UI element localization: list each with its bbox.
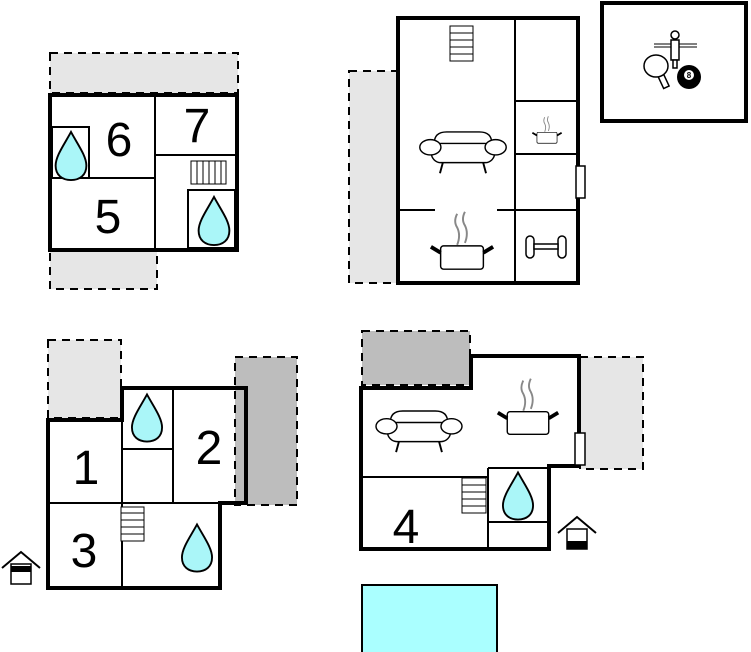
kitchen-icon xyxy=(531,115,563,145)
sofa-icon xyxy=(375,410,463,454)
sofa-icon xyxy=(418,130,508,175)
billiard-ball-icon: 8 xyxy=(677,65,701,89)
door-icon xyxy=(574,432,586,466)
floor-plan-upper-left: 6 7 5 xyxy=(48,52,239,290)
terrace xyxy=(348,70,398,284)
water-drop-icon xyxy=(197,195,231,247)
floor-plan-lower-left: 1 2 3 xyxy=(1,339,298,590)
floor-plan-lower-right: 4 xyxy=(359,330,644,652)
terrace xyxy=(579,356,644,470)
building-outline xyxy=(46,386,248,590)
entrance-icon xyxy=(557,516,597,550)
terrace xyxy=(49,250,158,290)
dumbbell-icon xyxy=(525,235,567,259)
bathroom xyxy=(187,189,236,249)
water-drop-icon xyxy=(501,471,535,521)
game-room: 8 xyxy=(600,1,748,123)
door-icon xyxy=(575,165,586,199)
water-drop-icon xyxy=(54,130,88,182)
room-number: 3 xyxy=(71,525,98,578)
room-number: 5 xyxy=(95,191,122,244)
room-number: 6 xyxy=(106,114,133,167)
building-outline xyxy=(600,1,748,123)
water-drop-icon xyxy=(180,523,214,573)
terrace xyxy=(47,339,122,419)
kitchen-icon xyxy=(431,212,493,269)
terrace xyxy=(49,52,239,94)
floor-plan-upper-middle xyxy=(348,16,586,285)
building-outline xyxy=(359,354,581,551)
water-drop-icon xyxy=(130,393,164,443)
entrance-icon xyxy=(1,551,41,585)
ball-number: 8 xyxy=(687,71,692,80)
stairs-icon xyxy=(120,506,145,542)
building-outline xyxy=(48,93,239,252)
stairs-icon xyxy=(190,160,227,185)
kitchen-icon xyxy=(498,379,558,435)
stairs-icon xyxy=(449,25,474,62)
room-number: 1 xyxy=(73,442,100,495)
terrace xyxy=(361,330,471,386)
room-number: 7 xyxy=(184,100,211,153)
room-number: 2 xyxy=(196,422,223,475)
building-outline xyxy=(396,16,580,285)
foosball-icon xyxy=(654,30,697,69)
stairs-icon xyxy=(461,477,487,514)
swimming-pool xyxy=(361,584,498,652)
table-tennis-icon xyxy=(643,54,671,90)
room-number: 4 xyxy=(393,501,420,554)
